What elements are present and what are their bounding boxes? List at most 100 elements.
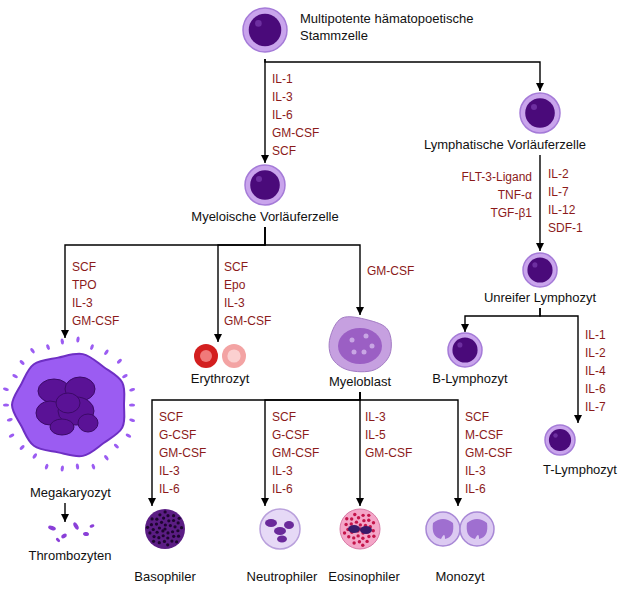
cell-label: Neutrophiler [228,568,336,585]
cytokine-word: IL-5 [365,426,412,444]
cytokine-word: IL-3 [272,462,319,480]
cytokine-word: IL-7 [548,183,583,201]
cytokine-word: IL-4 [585,362,606,380]
differentiation-arrow [64,503,65,522]
cytokine-word: IL-12 [548,201,583,219]
differentiation-arrow [540,308,578,423]
cell-node: Lymphatische Vorläuferzelle [416,91,594,155]
cytokine-word: IL-6 [272,480,319,498]
cytokine-list: GM-CSF [367,262,414,280]
cytokine-word: IL-3 [224,294,271,312]
cytokine-list: IL-1 IL-2 IL-4 IL-6 IL-7 [585,326,606,416]
cytokine-word: SCF [272,408,319,426]
cell-label: Myeloblast [311,373,409,390]
cell-label: Basophiler [116,568,214,585]
differentiation-arrow [265,59,540,91]
cytokine-word: IL-3 [272,88,319,106]
cytokine-word: IL-6 [585,380,606,398]
cytokine-word: IL-1 [272,70,319,88]
cell-label: Megakaryozyt [0,484,142,501]
cell-node: Megakaryozyt [0,338,142,503]
cell-illustration [228,506,336,552]
cytokine-word: IL-3 [465,462,512,480]
cell-illustration [16,522,124,542]
cell-label: Myeloische Vorläuferzelle [176,208,354,225]
cytokine-word: IL-3 [159,462,206,480]
cytokine-word: GM-CSF [465,444,512,462]
cytokine-word: SDF-1 [548,219,583,237]
differentiation-arrow [465,308,540,332]
differentiation-arrow [360,392,458,506]
cytokine-word: SCF [72,258,119,276]
cytokine-word: GM-CSF [365,444,412,462]
cytokine-list: SCF G-CSF GM-CSF IL-3 IL-6 [272,408,319,498]
cell-node: Monozyt [408,506,512,587]
cytokine-word: IL-6 [159,480,206,498]
cytokine-word: GM-CSF [72,312,119,330]
cell-node: Eosinophiler [316,506,412,587]
cytokine-word: IL-2 [548,165,583,183]
cytokine-list: SCF G-CSF GM-CSF IL-3 IL-6 [159,408,206,498]
cytokine-word: IL-6 [272,106,319,124]
cell-label: Multipotente hämatopoetische Stammzelle [300,10,485,44]
cytokine-word: SCF [159,408,206,426]
cell-illustration [174,342,266,370]
differentiation-arrow [265,227,360,315]
cytokine-word: TNF-α [440,186,532,204]
cytokine-word: TPO [72,276,119,294]
cell-illustration [416,91,594,135]
cell-label: Thrombozyten [16,547,124,564]
cytokine-word: Epo [224,276,271,294]
differentiation-arrow [264,59,265,163]
cell-illustration [316,506,412,552]
cell-illustration [526,423,634,457]
cell-label: Lymphatische Vorläuferzelle [416,136,594,153]
cytokine-word: G-CSF [159,426,206,444]
cytokine-word: GM-CSF [272,124,319,142]
cytokine-word: TGF-β1 [440,204,532,222]
cell-node: Unreifer Lymphozyt [466,251,614,308]
differentiation-arrow [539,155,540,251]
cell-illustration [176,163,354,207]
cytokine-list: FLT-3-Ligand TNF-α TGF-β1 [440,168,532,222]
cell-node: Thrombozyten [16,522,124,566]
cell-label: Erythrozyt [174,370,266,387]
cytokine-word: IL-2 [585,344,606,362]
cell-illustration [466,251,614,289]
cell-label: Eosinophiler [316,568,412,585]
cytokine-word: SCF [465,408,512,426]
cell-illustration [408,506,512,552]
cytokine-word: IL-6 [465,480,512,498]
differentiation-arrow [359,392,360,506]
cell-node: Neutrophiler [228,506,336,587]
cell-label: Unreifer Lymphozyt [466,289,614,306]
cytokine-word: GM-CSF [272,444,319,462]
differentiation-arrow [152,392,360,506]
cytokine-list: SCF TPO IL-3 GM-CSF [72,258,119,330]
cell-illustration [116,506,214,552]
cytokine-list: SCF M-CSF GM-CSF IL-3 IL-6 [465,408,512,498]
cell-node: Erythrozyt [174,342,266,389]
cell-node: T-Lymphozyt [526,423,634,480]
cytokine-list: IL-1 IL-3 IL-6 GM-CSF SCF [272,70,319,160]
cell-node: Multipotente hämatopoetische Stammzelle [238,5,488,59]
cell-illustration [0,338,142,473]
differentiation-arrow [265,392,360,506]
cytokine-word: IL-3 [72,294,119,312]
cell-illustration [421,332,519,368]
cytokine-word: FLT-3-Ligand [440,168,532,186]
cytokine-list: SCF Epo IL-3 GM-CSF [224,258,271,330]
cytokine-word: SCF [224,258,271,276]
cytokine-list: IL-3 IL-5 GM-CSF [365,408,412,462]
cytokine-word: G-CSF [272,426,319,444]
cytokine-list: IL-2 IL-7 IL-12 SDF-1 [548,165,583,237]
cell-node: Myeloische Vorläuferzelle [176,163,354,227]
cell-illustration [311,315,409,373]
cell-node: B-Lymphozyt [421,332,519,389]
cytokine-word: IL-7 [585,398,606,416]
cell-node: Myeloblast [311,315,409,392]
cytokine-word: IL-1 [585,326,606,344]
cytokine-word: SCF [272,142,319,160]
cell-label: T-Lymphozyt [526,461,634,478]
